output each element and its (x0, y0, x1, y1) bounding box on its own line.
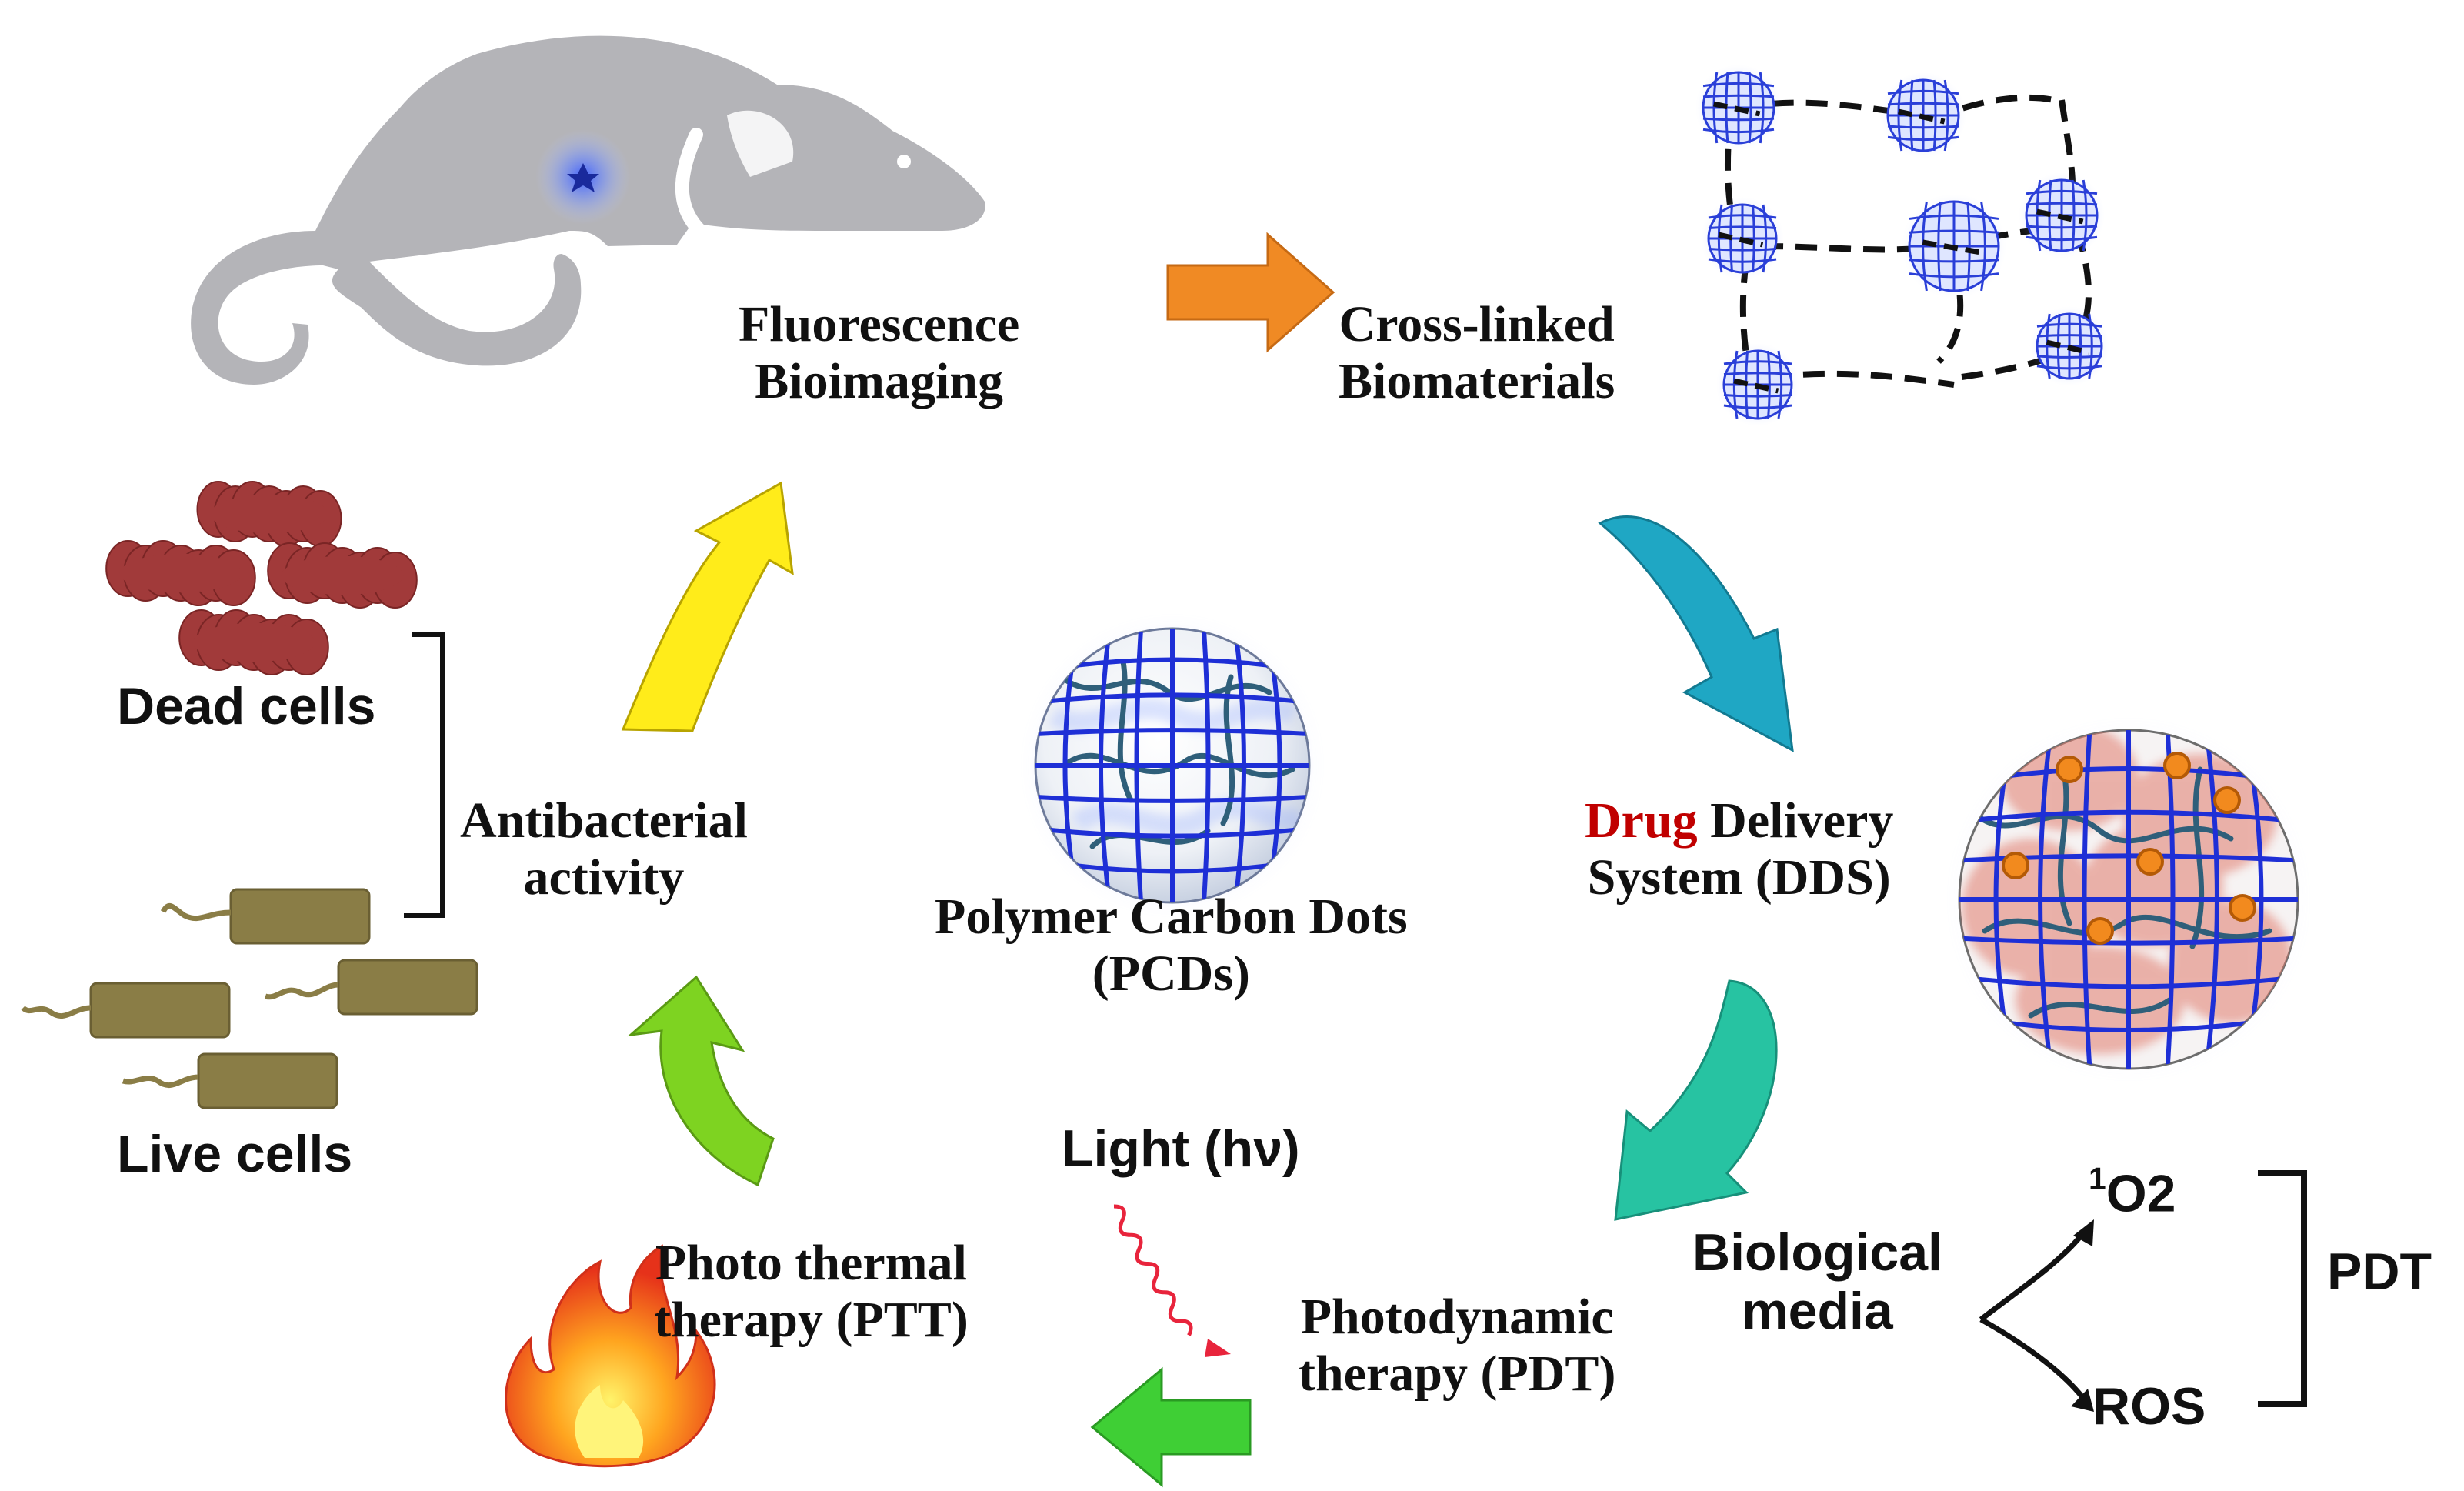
dead-cell (267, 542, 418, 609)
arrow-lime (627, 975, 775, 1187)
dead-cell (196, 481, 342, 547)
crosslinked-line2: Biomaterials (1339, 352, 1615, 409)
drug-particle (2163, 752, 2191, 779)
branch-arrows (1979, 1229, 2087, 1403)
mini-crosslinked-sphere (1880, 72, 1966, 158)
mini-crosslinked-sphere (2019, 172, 2105, 259)
mini-crosslinked-sphere (1716, 343, 1799, 426)
drug-particle (2056, 756, 2083, 783)
drug-particle (2229, 894, 2256, 922)
dds-drug-word: Drug (1585, 792, 1698, 849)
light-text: Light (hν) (1062, 1119, 1300, 1178)
fire-icon (505, 1244, 716, 1468)
live-cells-cluster (21, 888, 478, 1109)
mouse-silhouette (191, 35, 985, 385)
arrow-yellow (621, 481, 794, 732)
singlet-oxygen-label: 1O2 (2089, 1161, 2176, 1223)
photodynamic-line2: therapy (PDT) (1299, 1345, 1616, 1402)
mini-crosslinked-sphere (2029, 306, 2109, 386)
drug-particle (2136, 848, 2164, 876)
dead-cell (105, 540, 256, 606)
antibacterial-label: Antibacterial activity (460, 792, 748, 906)
crosslinked-line1: Cross-linked (1339, 296, 1615, 352)
antibacterial-line2: activity (523, 849, 685, 906)
photodynamic-label: Photodynamic therapy (PDT) (1299, 1289, 1615, 1403)
photothermal-line2: therapy (PTT) (654, 1291, 969, 1348)
drug-particles (2002, 752, 2256, 945)
arrow-teal (1598, 515, 1794, 752)
arrow-green (1090, 1366, 1252, 1488)
crosslinked-label: Cross-linked Biomaterials (1339, 296, 1615, 410)
ros-text: ROS (2092, 1377, 2206, 1436)
dds-sphere (1947, 718, 2310, 1081)
cells-bracket (404, 632, 445, 918)
arrow-orange (1166, 232, 1335, 353)
singlet-superscript: 1 (2089, 1161, 2106, 1196)
pcd-sphere (1022, 615, 1323, 916)
light-wave (1113, 1204, 1231, 1357)
arrow-seagreen (1614, 979, 1778, 1221)
photothermal-label: Photo thermal therapy (PTT) (654, 1235, 969, 1349)
mini-crosslinked-sphere (1695, 65, 1782, 151)
ros-label: ROS (2092, 1377, 2206, 1436)
drug-particle (2086, 917, 2114, 945)
fluorescence-label: Fluorescence Bioimaging (739, 296, 1019, 410)
mini-crosslinked-sphere (1902, 194, 2006, 299)
light-label: Light (hν) (1062, 1119, 1300, 1178)
live-cells-text: Live cells (117, 1125, 353, 1183)
dead-cells-text: Dead cells (117, 677, 376, 735)
fluorescence-line2: Bioimaging (755, 352, 1004, 409)
pdt-bracket (2258, 1170, 2307, 1407)
biological-label: Biological media (1692, 1223, 1942, 1340)
dds-line2: System (DDS) (1587, 849, 1891, 906)
dds-delivery-word: Delivery (1697, 792, 1894, 849)
dds-label: Drug Delivery System (DDS) (1585, 792, 1893, 906)
dead-cells-label: Dead cells (117, 677, 375, 735)
pdt-bracket-text: PDT (2327, 1242, 2432, 1301)
biological-line1: Biological (1692, 1223, 1942, 1282)
photothermal-line1: Photo thermal (655, 1235, 967, 1291)
drug-particle (2213, 786, 2241, 814)
center-line1: Polymer Carbon Dots (935, 889, 1408, 945)
center-line2: (PCDs) (1092, 945, 1251, 1002)
crosslinked-spheres (1695, 65, 2109, 426)
center-label: Polymer Carbon Dots (PCDs) (935, 889, 1408, 1002)
photodynamic-line1: Photodynamic (1300, 1289, 1614, 1345)
fluorescence-line1: Fluorescence (739, 296, 1020, 352)
singlet-text: O2 (2106, 1164, 2176, 1223)
antibacterial-line1: Antibacterial (460, 792, 748, 849)
pdt-bracket-label: PDT (2327, 1242, 2432, 1301)
biological-line2: media (1742, 1282, 1893, 1341)
live-cells-label: Live cells (117, 1125, 352, 1183)
dead-cells-cluster (105, 481, 418, 675)
mini-crosslinked-sphere (1701, 197, 1784, 280)
dead-cell (178, 609, 329, 675)
drug-particle (2002, 852, 2029, 879)
